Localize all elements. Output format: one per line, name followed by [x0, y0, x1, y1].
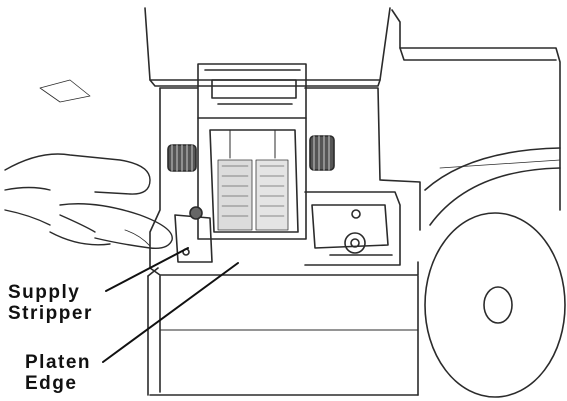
right-knob — [309, 135, 335, 171]
supply-stripper-leader — [105, 247, 189, 292]
left-knob — [167, 144, 197, 172]
hand-drawing — [4, 153, 173, 250]
platen-edge-line-1: Platen — [25, 352, 92, 373]
platen-edge-leader — [102, 262, 239, 363]
print-head-assembly — [197, 63, 307, 240]
label-roll — [424, 147, 566, 398]
supply-stripper-part — [174, 206, 213, 263]
platen-edge-label: Platen Edge — [25, 352, 91, 394]
right-mechanism — [304, 191, 401, 266]
lid-panel — [39, 7, 561, 211]
supply-stripper-line-2: Stripper — [8, 303, 93, 324]
supply-stripper-label: Supply Stripper — [8, 282, 93, 324]
supply-stripper-line-1: Supply — [8, 282, 81, 303]
platen-edge-line-2: Edge — [25, 373, 78, 394]
base-housing — [147, 267, 419, 396]
